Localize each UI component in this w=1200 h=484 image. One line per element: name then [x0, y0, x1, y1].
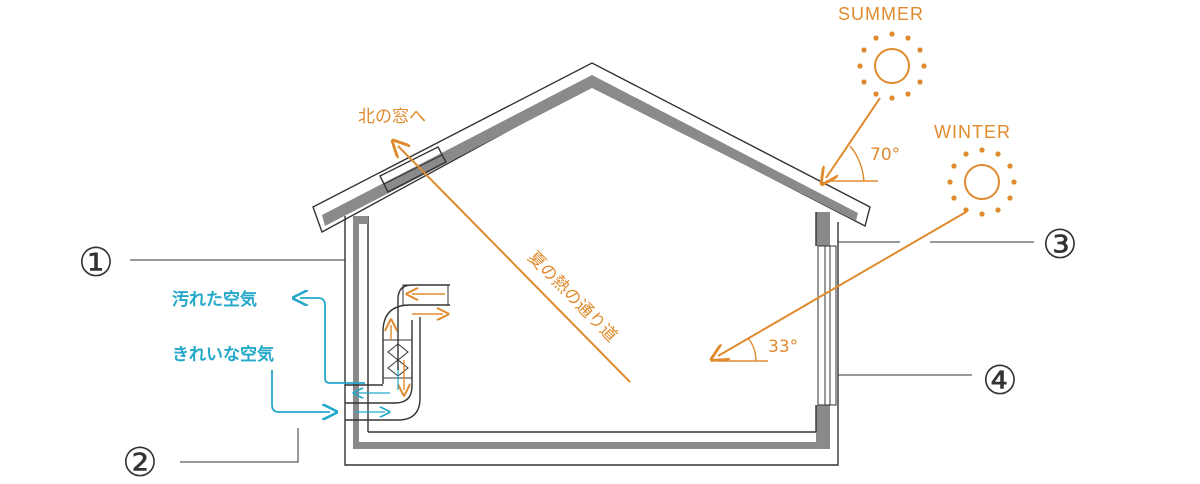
air-flow: 汚れた空気 きれいな空気	[172, 289, 365, 412]
north-window	[379, 146, 447, 193]
summer-label: SUMMER	[838, 4, 924, 24]
right-wall-lower	[816, 405, 830, 445]
left-wall-insulation	[353, 218, 359, 448]
callout-2-leader	[180, 428, 299, 463]
heat-and-sun: 夏の熱の通り道 北の窓へ SUMMER 70°	[358, 4, 1017, 383]
summer-ray	[826, 97, 881, 178]
dirty-air-label: 汚れた空気	[172, 289, 257, 310]
left-wall-outer	[344, 216, 839, 466]
ceiling-corner-left	[353, 216, 368, 224]
heat-path-label: 夏の熱の通り道	[523, 247, 621, 346]
heat-path-arrow	[398, 146, 631, 383]
winter-label: WINTER	[934, 122, 1011, 142]
summer-angle-arc	[849, 145, 865, 182]
house	[312, 62, 871, 466]
clean-air-arrow	[271, 370, 330, 412]
callouts: ① ② ③ ④	[78, 222, 1078, 484]
summer-angle-label: 70°	[870, 145, 900, 165]
south-window	[817, 245, 837, 406]
callout-3: ③	[1042, 222, 1078, 268]
roof-outer	[312, 62, 871, 234]
floor-insulation	[353, 442, 830, 449]
callout-4: ④	[982, 358, 1018, 404]
winter-angle-arc	[747, 337, 757, 362]
north-window-label: 北の窓へ	[358, 107, 426, 127]
winter-sun-icon	[947, 147, 1017, 217]
summer-sun-icon	[857, 31, 927, 101]
clean-air-label: きれいな空気	[172, 344, 274, 365]
winter-ray	[718, 211, 967, 356]
dirty-air-arrow	[300, 298, 365, 384]
winter-angle-label: 33°	[768, 337, 798, 357]
right-wall-upper	[816, 212, 830, 246]
callout-1: ①	[78, 240, 114, 286]
ventilation-unit	[345, 284, 450, 421]
callout-2: ②	[122, 440, 158, 484]
